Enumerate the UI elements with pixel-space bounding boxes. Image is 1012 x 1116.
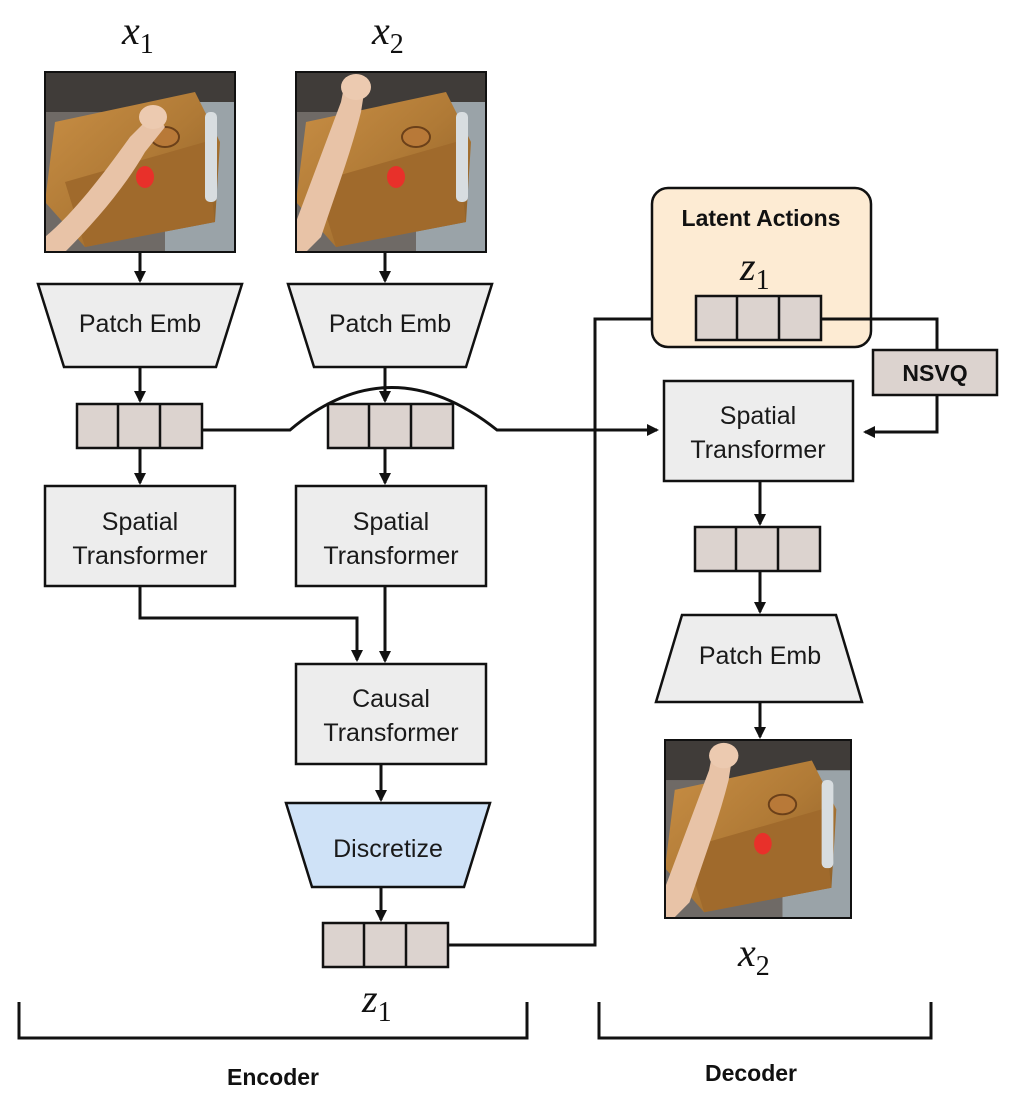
token-row-z1 <box>321 921 450 969</box>
latent-actions-title: Latent Actions <box>682 205 841 231</box>
spatial-transformer-1-line1: Spatial <box>102 508 178 536</box>
decoder-patch-emb-block <box>654 613 864 704</box>
frame-x2-reconstructed-image <box>664 739 852 919</box>
token-skip-connection <box>202 386 659 436</box>
frame-x1-image <box>44 71 236 253</box>
decoder-bracket <box>597 1002 933 1040</box>
patch-emb-1-label: Patch Emb <box>79 310 201 338</box>
nsvq-block <box>871 348 999 397</box>
token-row-latent <box>694 294 823 342</box>
encoder-bracket <box>17 1002 529 1040</box>
spatial-transformer-1-line2: Transformer <box>72 542 207 570</box>
nsvq-label: NSVQ <box>902 360 967 386</box>
patch-emb-1-block <box>36 282 244 369</box>
decoder-spatial-transformer-line1: Spatial <box>720 402 796 430</box>
discretize-label: Discretize <box>333 835 443 863</box>
causal-transformer-block <box>294 662 488 766</box>
causal-transformer-line2: Transformer <box>323 719 458 747</box>
frame-x2-image <box>295 71 487 253</box>
z1-bottom-label: z1 <box>361 976 392 1028</box>
token-row-decoder <box>693 525 822 573</box>
decoder-spatial-transformer-line2: Transformer <box>690 436 825 464</box>
decoder-section-label: Decoder <box>705 1060 797 1086</box>
x2-top-label: x2 <box>371 8 404 60</box>
spatial-transformer-2-line2: Transformer <box>323 542 458 570</box>
spatial-transformer-1-block <box>43 484 237 588</box>
x1-top-label: x1 <box>121 8 154 60</box>
spatial-transformer-2-block <box>294 484 488 588</box>
token-row-x2 <box>326 402 455 450</box>
x2-bottom-label: x2 <box>737 930 770 982</box>
z1-to-latent-connection <box>448 313 695 947</box>
decoder-patch-emb-label: Patch Emb <box>699 642 821 670</box>
patch-emb-2-label: Patch Emb <box>329 310 451 338</box>
decoder-spatial-transformer-block <box>662 379 855 483</box>
z1-latent-label: z1 <box>739 244 770 296</box>
encoder-section-label: Encoder <box>227 1064 319 1090</box>
patch-emb-2-block <box>286 282 494 369</box>
causal-transformer-line1: Causal <box>352 685 430 713</box>
token-row-x1 <box>75 402 204 450</box>
discretize-block <box>284 801 492 889</box>
spatial-transformer-2-line1: Spatial <box>353 508 429 536</box>
